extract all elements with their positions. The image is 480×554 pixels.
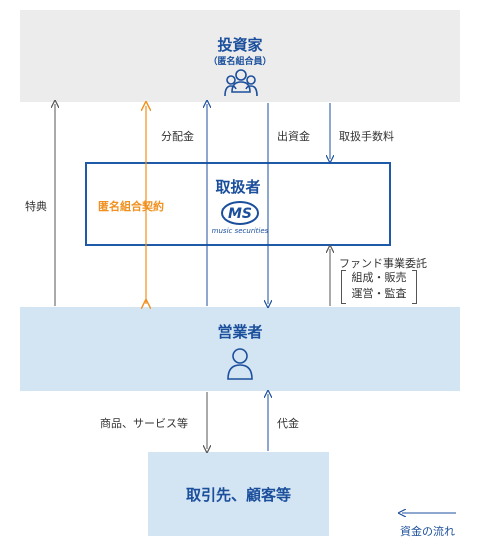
investor-box: 投資家 （匿名組合員）: [20, 10, 460, 102]
commission-line1: 組成・販売: [351, 271, 407, 284]
fee-label: 取扱手数料: [339, 130, 394, 143]
people-group-icon: [224, 69, 258, 97]
commission-label: ファンド事業委託: [339, 257, 427, 270]
legend-label: 資金の流れ: [400, 525, 455, 538]
ms-logo-icon: MS: [221, 201, 259, 225]
operator-box: 営業者: [20, 307, 460, 391]
investment-label: 出資金: [277, 130, 310, 143]
svg-text:MS: MS: [228, 206, 252, 222]
commission-detail: 組成・販売 運営・監査: [341, 270, 417, 304]
operator-title: 営業者: [217, 323, 263, 341]
goods-label: 商品、サービス等: [100, 417, 188, 430]
distribution-label: 分配金: [161, 130, 194, 143]
handler-title: 取扱者: [215, 178, 261, 196]
person-icon: [227, 348, 253, 380]
client-title: 取引先、顧客等: [185, 486, 291, 504]
client-box: 取引先、顧客等: [148, 452, 329, 536]
commission-line2: 運営・監査: [351, 287, 407, 300]
benefit-label: 特典: [25, 200, 47, 213]
investor-title: 投資家: [217, 36, 263, 54]
logo-text: music securities: [211, 227, 269, 235]
payment-label: 代金: [277, 417, 299, 430]
music-securities-logo: MS music securities: [207, 200, 273, 240]
contract-label: 匿名組合契約: [98, 200, 164, 213]
investor-subtitle: （匿名組合員）: [208, 57, 272, 67]
handler-box: 取扱者 MS music securities: [85, 162, 391, 246]
